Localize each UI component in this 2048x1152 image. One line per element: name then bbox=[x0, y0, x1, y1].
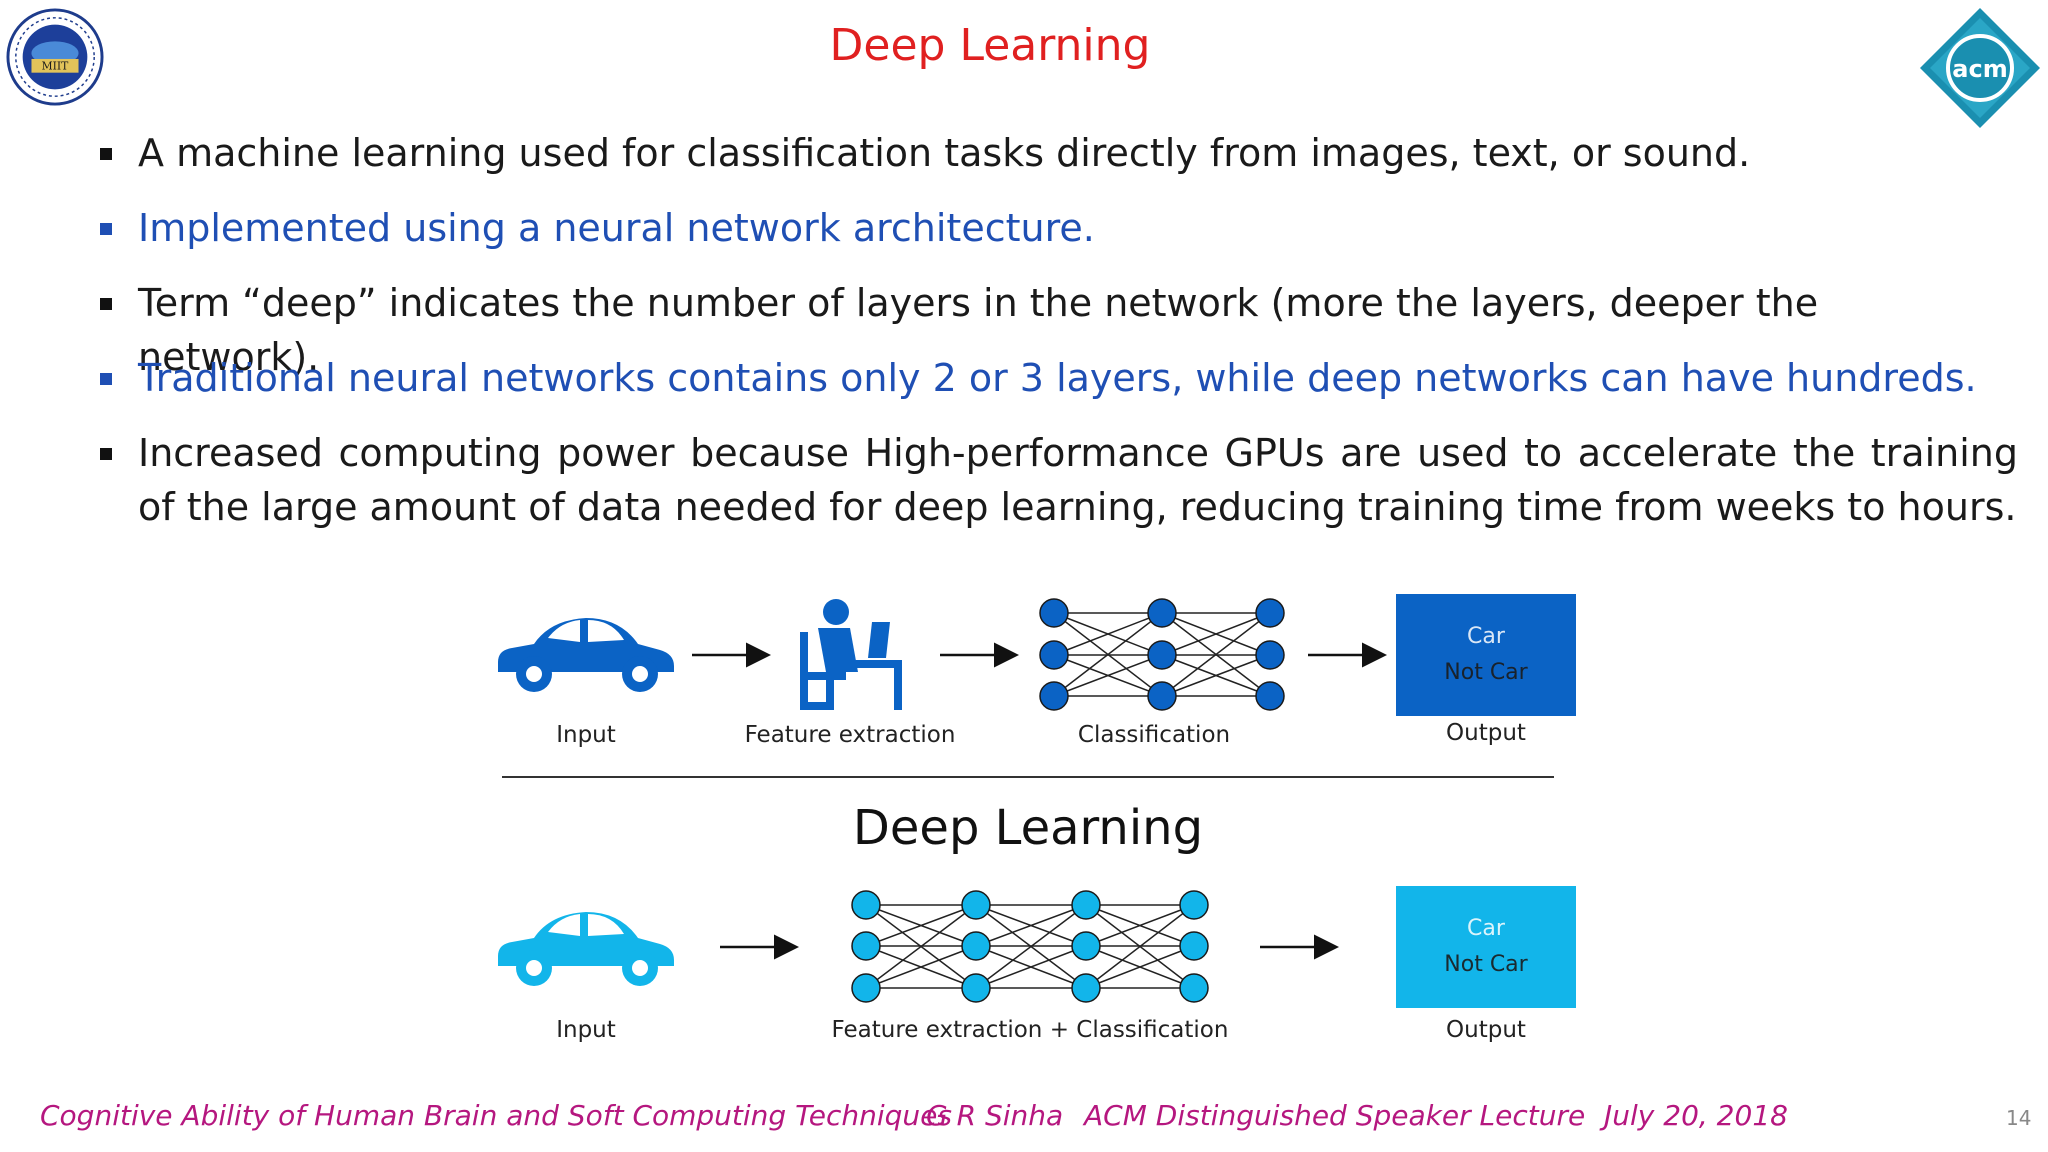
network-node bbox=[1039, 598, 1069, 628]
output-box: Car Not Car bbox=[1396, 886, 1576, 1008]
network-edge bbox=[1161, 612, 1271, 656]
network-edge bbox=[1085, 904, 1195, 989]
deep-learning-subtitle: Deep Learning bbox=[852, 800, 1204, 856]
bullet-item: Increased computing power because High-p… bbox=[100, 426, 2018, 534]
output-car-text: Car bbox=[1467, 624, 1505, 649]
network-edge bbox=[865, 904, 977, 947]
input-label: Input bbox=[556, 722, 616, 748]
footer-date: July 20, 2018 bbox=[1604, 1099, 1788, 1132]
bullet-text: Traditional neural networks contains onl… bbox=[138, 356, 1977, 400]
institute-logo-text: MIIT bbox=[42, 60, 70, 73]
bullet-item: Traditional neural networks contains onl… bbox=[100, 351, 1977, 405]
bullet-text: A machine learning used for classificati… bbox=[138, 131, 1751, 175]
bullet-text: Increased computing power because High-p… bbox=[138, 431, 2018, 529]
car-icon bbox=[498, 912, 674, 986]
network-node bbox=[1255, 681, 1285, 711]
bullet-marker bbox=[100, 148, 112, 160]
network-node bbox=[1147, 681, 1177, 711]
network-edge bbox=[1085, 945, 1195, 989]
classification-label: Classification bbox=[1077, 722, 1231, 748]
output-not-car-text: Not Car bbox=[1444, 952, 1528, 977]
bullet-item: A machine learning used for classificati… bbox=[100, 126, 1750, 180]
slide-title: Deep Learning bbox=[829, 20, 1151, 71]
output-label: Output bbox=[1446, 1017, 1526, 1043]
network-edge bbox=[1161, 654, 1271, 697]
deep-neural-network-icon bbox=[851, 890, 1209, 1003]
output-box: Car Not Car bbox=[1396, 594, 1576, 716]
network-node bbox=[1039, 681, 1069, 711]
output-car-text: Car bbox=[1467, 916, 1505, 941]
car-icon bbox=[498, 618, 674, 692]
network-node bbox=[851, 973, 881, 1003]
network-edge bbox=[865, 904, 977, 989]
feature-extraction-label: Feature extraction bbox=[744, 722, 956, 748]
network-node bbox=[1147, 598, 1177, 628]
network-edge bbox=[1161, 612, 1271, 697]
bullet-text: Implemented using a neural network archi… bbox=[138, 206, 1095, 250]
network-node bbox=[961, 931, 991, 961]
network-node bbox=[1071, 931, 1101, 961]
bullet-marker bbox=[100, 298, 112, 310]
network-edge bbox=[975, 904, 1087, 947]
network-node bbox=[961, 890, 991, 920]
neural-network-icon bbox=[1039, 598, 1285, 711]
input-label: Input bbox=[556, 1017, 616, 1043]
network-node bbox=[851, 931, 881, 961]
network-edge bbox=[1053, 654, 1163, 697]
acm-logo: acm bbox=[1920, 8, 2040, 128]
network-edge bbox=[975, 904, 1087, 989]
institute-logo: MIIT bbox=[6, 8, 104, 106]
network-node bbox=[1147, 640, 1177, 670]
network-node bbox=[1255, 598, 1285, 628]
person-at-computer-icon bbox=[800, 599, 902, 710]
footer-author: G R Sinha bbox=[926, 1099, 1064, 1132]
page-number: 14 bbox=[2006, 1106, 2032, 1130]
network-edge bbox=[975, 945, 1087, 989]
footer-event: ACM Distinguished Speaker Lecture bbox=[1084, 1099, 1586, 1132]
bullet-marker bbox=[100, 223, 112, 235]
network-node bbox=[1179, 890, 1209, 920]
network-edge bbox=[865, 945, 977, 989]
bullet-item: Implemented using a neural network archi… bbox=[100, 201, 1095, 255]
network-edge bbox=[1053, 612, 1163, 656]
network-edge bbox=[1085, 904, 1195, 947]
bullet-text: Term “deep” indicates the number of laye… bbox=[138, 281, 1819, 379]
bullet-item: Term “deep” indicates the number of laye… bbox=[100, 276, 1980, 384]
network-node bbox=[1071, 890, 1101, 920]
acm-logo-text: acm bbox=[1952, 55, 2007, 83]
network-node bbox=[1039, 640, 1069, 670]
network-node bbox=[1179, 931, 1209, 961]
network-node bbox=[851, 890, 881, 920]
network-edge bbox=[1053, 612, 1163, 697]
output-label: Output bbox=[1446, 720, 1526, 746]
bullet-marker bbox=[100, 373, 112, 385]
network-node bbox=[1179, 973, 1209, 1003]
bullet-marker bbox=[100, 448, 112, 460]
network-node bbox=[1071, 973, 1101, 1003]
footer-course-title: Cognitive Ability of Human Brain and Sof… bbox=[40, 1099, 952, 1132]
network-node bbox=[1255, 640, 1285, 670]
feature-extraction-classification-label: Feature extraction + Classification bbox=[831, 1017, 1229, 1043]
network-node bbox=[961, 973, 991, 1003]
output-not-car-text: Not Car bbox=[1444, 660, 1528, 685]
